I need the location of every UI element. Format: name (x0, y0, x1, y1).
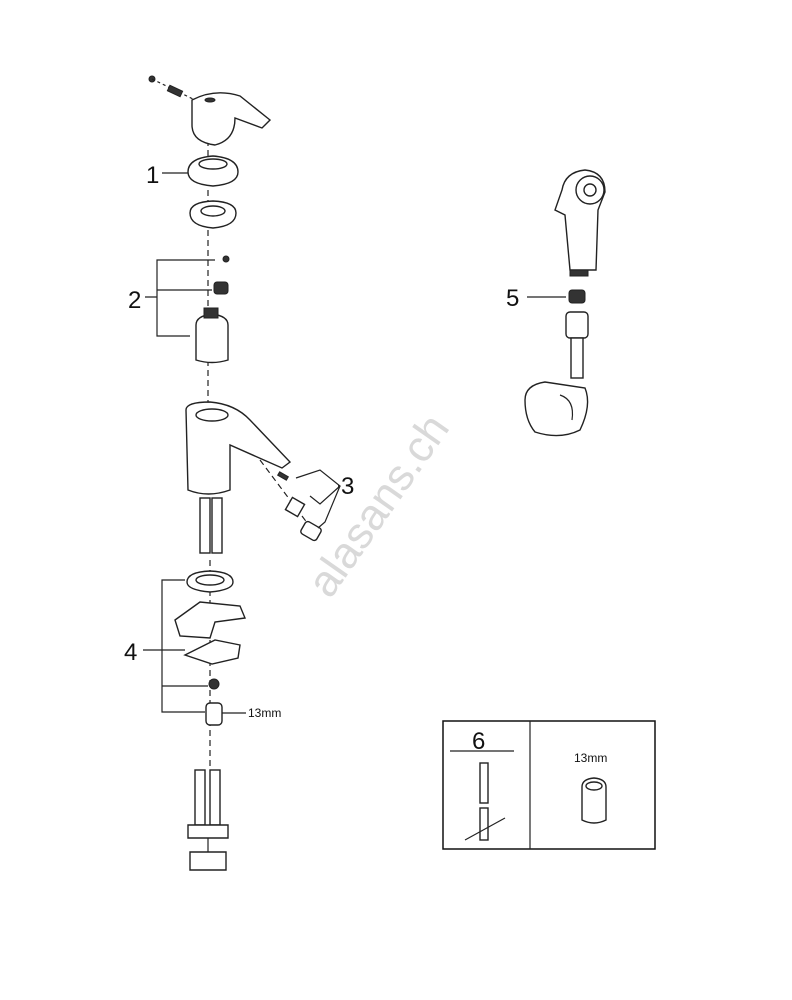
supply-hoses (187, 769, 229, 871)
watermark: alasans.ch (298, 405, 459, 605)
mounting-set-part-4: 13mm 4 (124, 570, 281, 726)
callout-6: 6 (472, 728, 485, 755)
lock-nut (189, 200, 237, 229)
dimension-13mm: 13mm (248, 706, 281, 720)
callout-1: 1 (146, 162, 159, 189)
hex-socket-icon (581, 777, 607, 824)
aerator-set-part-3: 3 (259, 459, 354, 542)
t-wrench-icon (464, 762, 506, 841)
cartridge-set-part-2: 2 (128, 255, 230, 364)
callout-2: 2 (128, 287, 141, 314)
callout-3: 3 (341, 473, 354, 500)
callout-4: 4 (124, 639, 137, 666)
hand-shower-part-5: 5 (506, 169, 606, 437)
lever-handle (148, 75, 272, 146)
callout-5: 5 (506, 285, 519, 312)
cover-cap-part-1: 1 (146, 155, 239, 189)
tool-box-part-6: 6 13mm (442, 720, 656, 850)
tool-size-label: 13mm (574, 751, 607, 765)
faucet-body (185, 401, 292, 554)
